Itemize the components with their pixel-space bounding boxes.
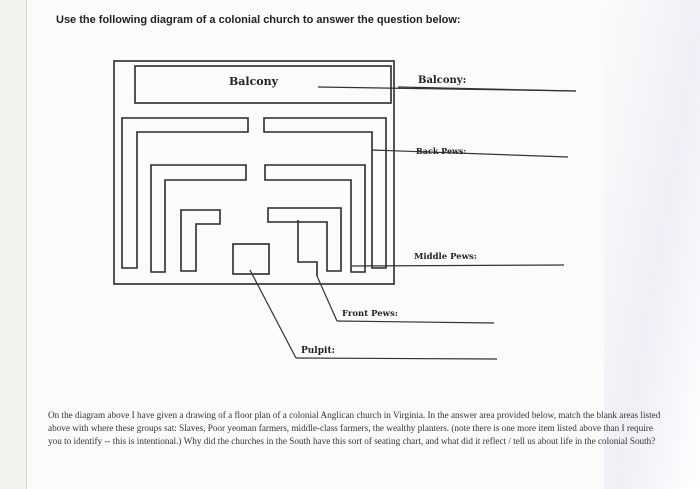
middle-pew-left	[150, 164, 247, 273]
pulpit-label: Pulpit:	[301, 346, 335, 356]
instructions-paragraph: On the diagram above I have given a draw…	[48, 410, 661, 446]
worksheet-page	[26, 0, 700, 489]
front-pews-label: Front Pews:	[342, 309, 398, 319]
front-pew-inner	[297, 220, 318, 276]
church-outer-wall	[113, 60, 395, 285]
front-pews-leader-diag	[316, 275, 338, 322]
balcony-right-leader	[397, 86, 577, 92]
front-pews-leader	[336, 320, 495, 324]
back-pews-leader	[371, 149, 569, 158]
question-prompt: Use the following diagram of a colonial …	[56, 14, 461, 26]
balcony-label-left: Balcony	[229, 75, 279, 88]
balcony-label-right: Balcony:	[418, 75, 467, 86]
pulpit-box	[232, 243, 270, 275]
balcony-box	[134, 65, 392, 104]
middle-pew-right	[264, 164, 366, 273]
back-pew-left	[121, 117, 249, 269]
front-pew-left	[180, 209, 221, 272]
back-pew-right	[263, 117, 387, 269]
pulpit-leader	[295, 357, 498, 360]
pulpit-leader-diag	[249, 269, 297, 359]
middle-pews-leader	[351, 264, 565, 267]
front-pew-right	[267, 207, 342, 272]
middle-pews-label: Middle Pews:	[414, 252, 477, 262]
page-edge-shadow	[604, 0, 700, 489]
back-pews-label: Back Pews:	[416, 146, 467, 156]
